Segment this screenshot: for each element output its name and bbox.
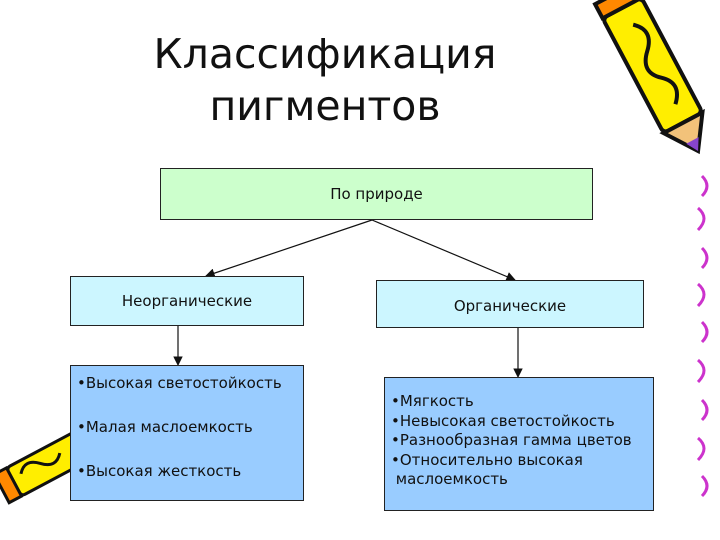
- property-item: •Разнообразная гамма цветов: [391, 431, 632, 449]
- pencil-icon: [592, 0, 705, 155]
- connector-arrow: [371, 219, 516, 282]
- root-node-label: По природе: [330, 185, 423, 203]
- spiral-binding-icon: [696, 174, 709, 498]
- category-label: Органические: [453, 297, 567, 315]
- property-item: маслоемкость: [391, 470, 508, 488]
- property-item: •Мягкость: [391, 392, 474, 410]
- property-item: •Высокая жесткость: [77, 462, 242, 480]
- property-item: •Высокая светостойкость: [77, 374, 282, 392]
- property-item: •Относительно высокая: [391, 450, 583, 469]
- title-line-1: Классификация: [153, 30, 497, 78]
- page-title: Классификация пигментов: [110, 28, 540, 132]
- properties-box-organic: •Мягкость •Невысокая светостойкость •Раз…: [384, 377, 654, 511]
- root-node: По природе: [160, 168, 593, 220]
- category-label: Неорганические: [121, 292, 253, 310]
- property-item: •Малая маслоемкость: [77, 418, 253, 436]
- property-item: •Невысокая светостойкость: [391, 411, 615, 430]
- category-node-organic: Органические: [376, 280, 644, 328]
- properties-box-inorganic: •Высокая светостойкость •Малая маслоемко…: [70, 365, 304, 501]
- title-line-2: пигментов: [209, 82, 441, 130]
- category-node-inorganic: Неорганические: [70, 276, 304, 326]
- connector-arrow: [205, 219, 373, 278]
